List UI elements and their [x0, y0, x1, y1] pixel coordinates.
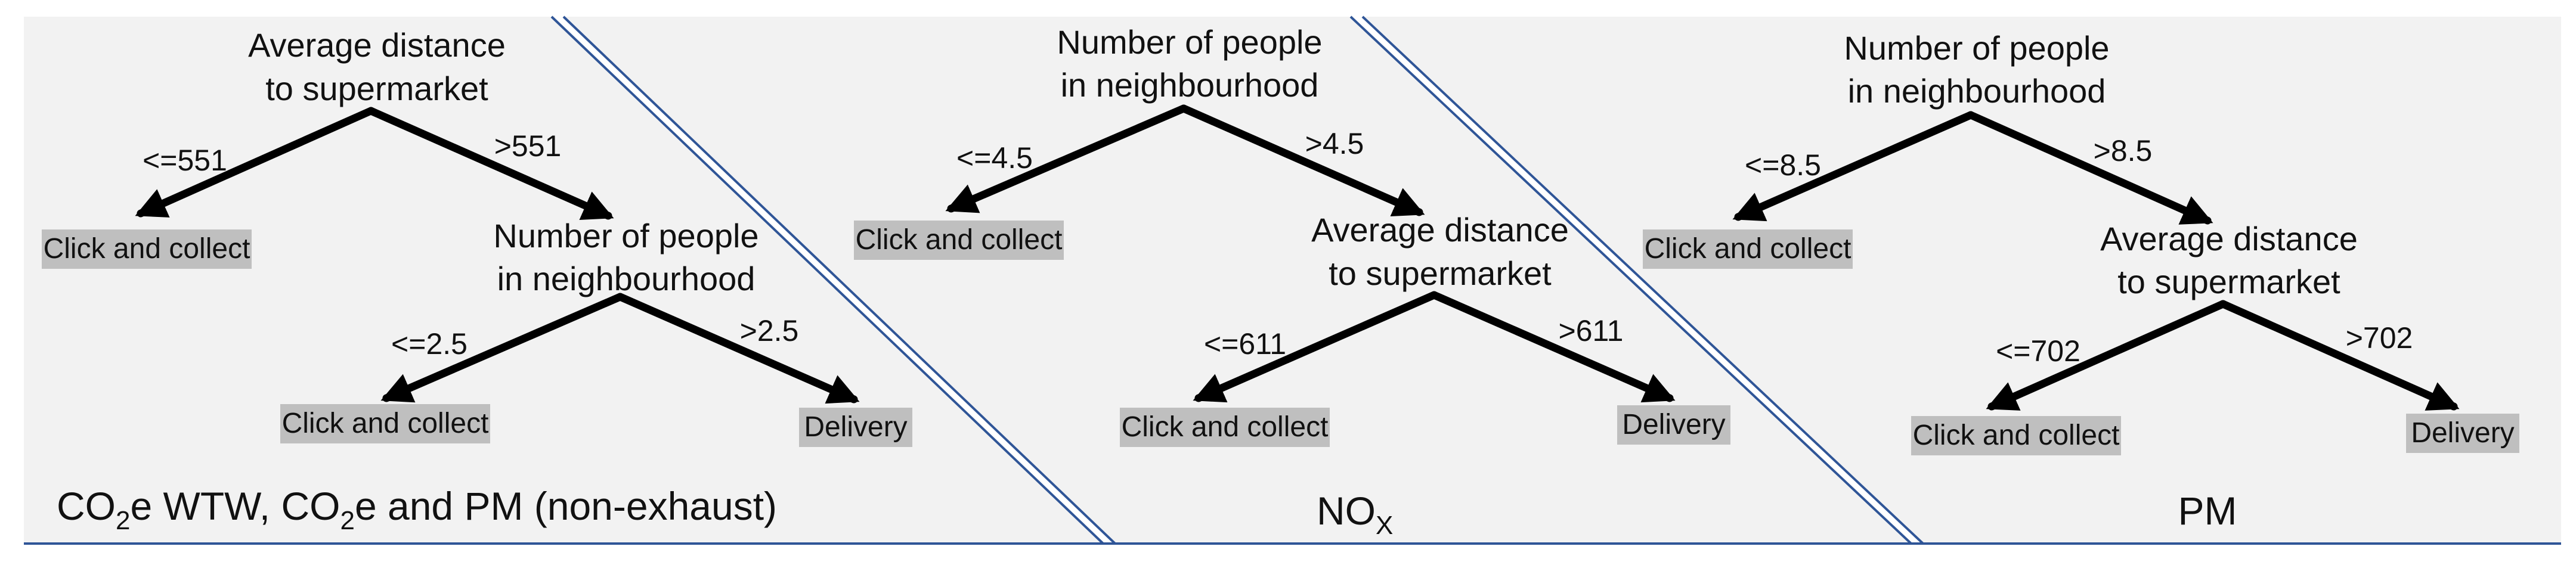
tree-2-left-leaf-box — [854, 221, 1064, 260]
tree-3-edge-right — [1967, 111, 2213, 225]
tree-1-child-edge-left — [380, 293, 624, 403]
tree-2-edges — [945, 104, 1676, 403]
tree-3: Number of people in neighbourhood <=8.5 … — [1643, 29, 2519, 533]
tree-3-child-left-leaf: Click and collect — [1913, 420, 2120, 451]
tree-2-child-edge-left-label: <=611 — [1204, 327, 1286, 361]
tree-2-edge-right-label: >4.5 — [1305, 127, 1364, 160]
tree-1-child-left-leaf-box — [280, 404, 490, 443]
tree-1-edges — [135, 107, 860, 404]
tree-2-child-left-leaf: Click and collect — [1122, 411, 1329, 443]
tree-2-child-right-leaf-box — [1617, 405, 1730, 445]
tree-1-edge-left-label: <=551 — [143, 144, 227, 177]
tree-1-edge-right — [367, 107, 614, 220]
tree-1-root-line1: Average distance — [248, 26, 506, 64]
tree-2-child-edge-right-label: >611 — [1559, 314, 1624, 347]
tree-1-title: CO2e WTW, CO2e and PM (non-exhaust) — [57, 484, 777, 535]
tree-2-child-edge-left — [1193, 291, 1438, 403]
tree-2-edge-left-label: <=4.5 — [956, 141, 1033, 175]
tree-2-left-leaf: Click and collect — [856, 224, 1063, 256]
tree-3-left-leaf-box — [1643, 229, 1853, 269]
tree-2-edge-right — [1179, 104, 1425, 217]
tree-2-title: NOX — [1317, 489, 1393, 540]
tree-3-edge-right-label: >8.5 — [2094, 134, 2153, 167]
divider-2 — [1349, 15, 1924, 545]
tree-3-left-leaf: Click and collect — [1645, 233, 1852, 265]
tree-2-child-line1: Average distance — [1311, 211, 1569, 249]
tree-1-edge-left — [135, 107, 375, 218]
tree-1-child-edge-right-label: >2.5 — [740, 314, 799, 347]
tree-1-child-right-leaf: Delivery — [804, 411, 907, 443]
tree-1-left-leaf: Click and collect — [44, 233, 250, 265]
tree-1-root-line2: to supermarket — [265, 70, 488, 107]
tree-1-child-right-leaf-box — [799, 408, 912, 447]
tree-2-child-edge-right — [1430, 291, 1676, 403]
tree-3-edges — [1732, 111, 2460, 411]
tree-2-root-line2: in neighbourhood — [1061, 66, 1319, 104]
tree-1-child-edge-left-label: <=2.5 — [391, 327, 467, 361]
tree-3-root-line1: Number of people — [1844, 29, 2109, 67]
tree-3-child-edge-right-label: >702 — [2346, 321, 2413, 355]
tree-3-child-line1: Average distance — [2100, 220, 2358, 257]
tree-3-child-left-leaf-box — [1911, 416, 2121, 455]
tree-2-child-right-leaf: Delivery — [1622, 409, 1725, 440]
tree-3-root-line2: in neighbourhood — [1848, 72, 2106, 110]
tree-3-edge-left-label: <=8.5 — [1745, 148, 1821, 182]
tree-1-edge-right-label: >551 — [494, 129, 562, 163]
tree-1-child-left-leaf: Click and collect — [282, 408, 489, 439]
tree-2-edge-left — [945, 104, 1188, 213]
tree-1-child-line2: in neighbourhood — [497, 260, 756, 297]
tree-3-child-line2: to supermarket — [2117, 263, 2340, 300]
tree-1-left-leaf-box — [42, 229, 252, 269]
tree-1-child-line1: Number of people — [493, 217, 758, 254]
tree-3-child-edge-left-label: <=702 — [1996, 334, 2080, 368]
tree-1-child-edge-right — [616, 293, 860, 404]
tree-3-child-right-leaf: Delivery — [2411, 417, 2514, 449]
tree-3-child-edge-right — [2219, 300, 2460, 411]
panel-3-background — [1363, 17, 2561, 542]
tree-3-child-edge-left — [1986, 300, 2227, 411]
tree-2-child-line2: to supermarket — [1329, 254, 1552, 292]
tree-2-root-line1: Number of people — [1057, 23, 1322, 61]
tree-2-child-left-leaf-box — [1120, 408, 1330, 447]
tree-3-edge-left — [1732, 111, 1975, 222]
divider-1 — [550, 15, 1116, 545]
panel-2-background — [564, 17, 1911, 542]
tree-3-title: PM — [2178, 489, 2237, 533]
tree-1: Average distance to supermarket <=551 >5… — [42, 26, 912, 535]
tree-3-child-right-leaf-box — [2406, 414, 2519, 453]
tree-2: Number of people in neighbourhood <=4.5 … — [854, 23, 1730, 540]
